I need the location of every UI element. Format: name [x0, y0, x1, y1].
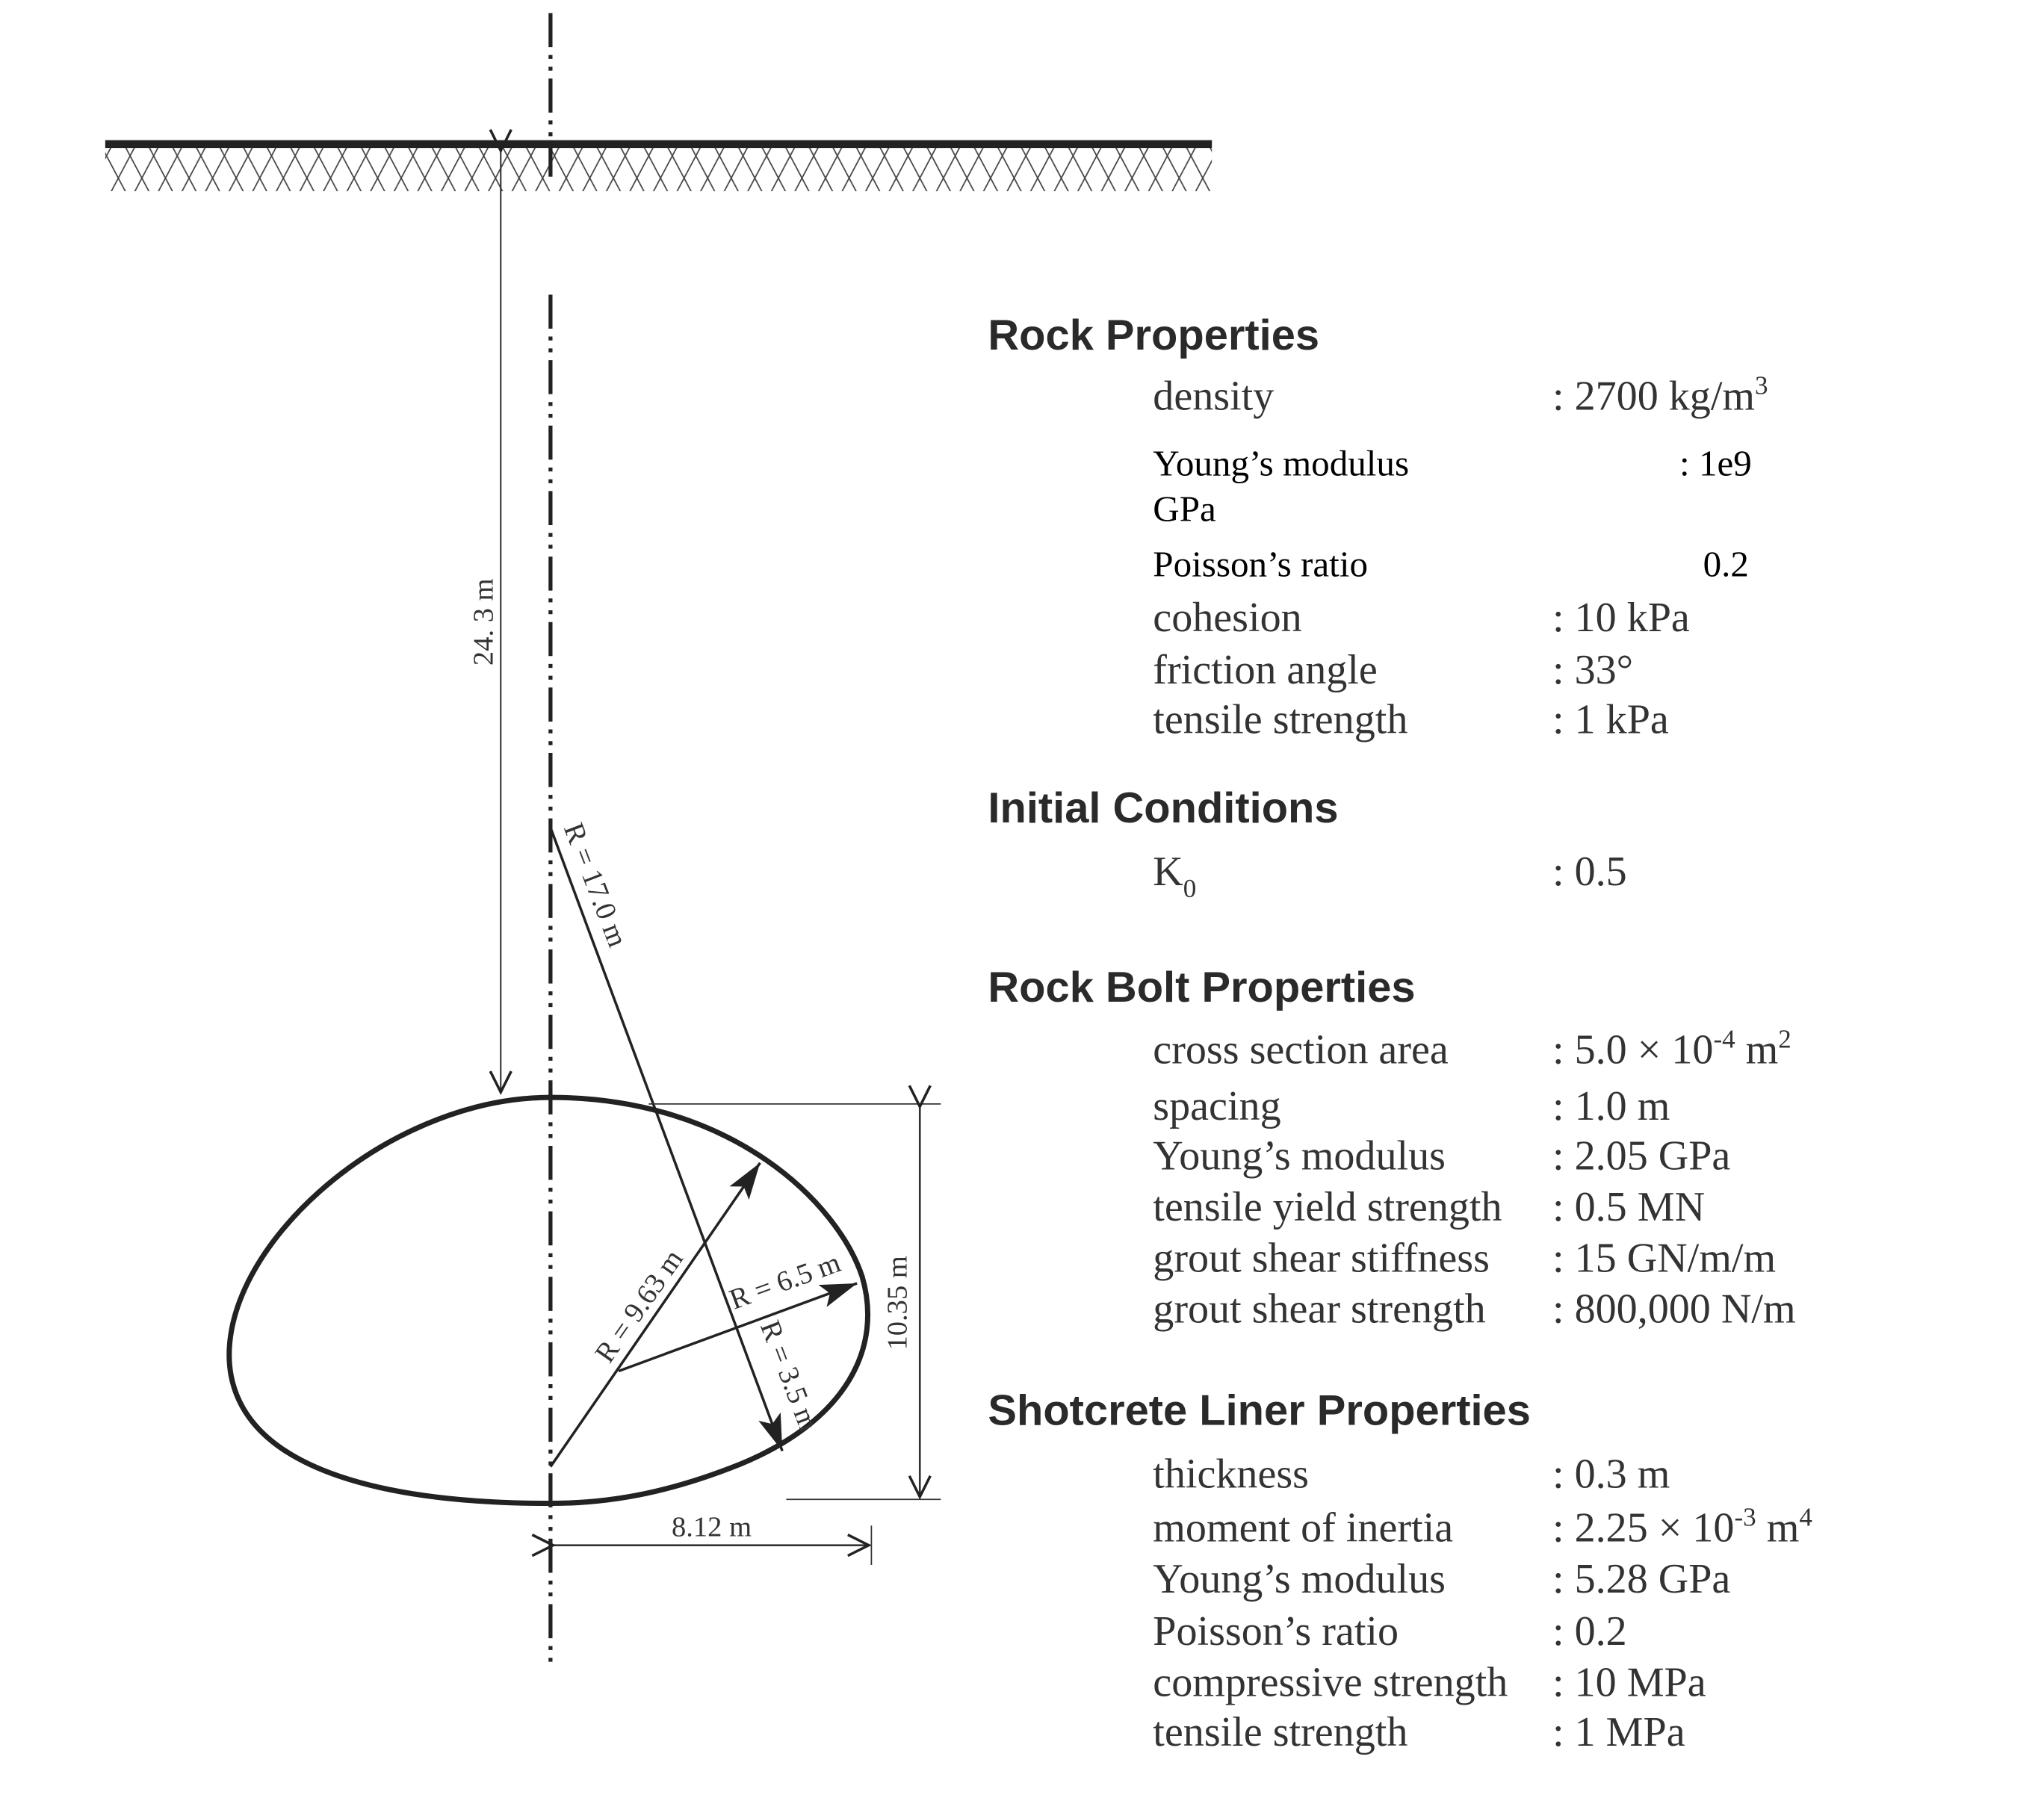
liner-tensile-value: : 1 MPa	[1552, 1709, 1685, 1755]
rock-young-unit: GPa	[1153, 489, 1216, 530]
width-label: 8.12 m	[672, 1511, 752, 1543]
depth-label: 24. 3 m	[468, 578, 500, 666]
bolt-grout-strength-value: : 800,000 N/m	[1552, 1286, 1796, 1333]
liner-thickness-value: : 0.3 m	[1552, 1451, 1670, 1498]
rock-tensile-label: tensile strength	[1153, 697, 1407, 743]
liner-compressive-value: : 10 MPa	[1552, 1659, 1706, 1705]
bolt-grout-strength-label: grout shear strength	[1153, 1286, 1485, 1333]
liner-inertia-value: : 2.25 × 10-3 m4	[1552, 1502, 1812, 1551]
rock-properties-heading: Rock Properties	[988, 311, 1319, 359]
rock-density-value: : 2700 kg/m3	[1552, 371, 1768, 420]
bolt-stiffness-value: : 15 GN/m/m	[1552, 1235, 1776, 1281]
bolt-spacing-label: spacing	[1153, 1083, 1280, 1129]
liner-compressive-label: compressive strength	[1153, 1659, 1508, 1705]
bolt-area-label: cross section area	[1153, 1027, 1449, 1073]
bolt-young-label: Young’s modulus	[1153, 1133, 1446, 1179]
rock-tensile-value: : 1 kPa	[1552, 697, 1669, 743]
rock-density-label: density	[1153, 373, 1274, 420]
radius-17-label: R = 17.0 m	[557, 819, 634, 951]
rock-cohesion-label: cohesion	[1153, 595, 1301, 641]
liner-thickness-label: thickness	[1153, 1451, 1309, 1498]
rock-cohesion-value: : 10 kPa	[1552, 595, 1690, 641]
rock-friction-value: : 33°	[1552, 647, 1633, 693]
radius-6-5-label: R = 6.5 m	[725, 1247, 845, 1315]
tunnel-outline	[226, 1094, 870, 1507]
rock-young-label: Young’s modulus	[1153, 442, 1409, 483]
initial-conditions-heading: Initial Conditions	[988, 784, 1338, 832]
ground-surface	[105, 140, 1213, 191]
bolt-stiffness-label: grout shear stiffness	[1153, 1235, 1490, 1281]
liner-inertia-label: moment of inertia	[1153, 1504, 1453, 1551]
bolt-yield-value: : 0.5 MN	[1552, 1184, 1705, 1230]
rock-poisson-label: Poisson’s ratio	[1153, 543, 1368, 584]
height-dimension	[648, 1104, 941, 1501]
k0-value: : 0.5	[1552, 849, 1627, 895]
radius-17-line	[549, 827, 784, 1452]
rock-young-value: : 1e9	[1679, 442, 1752, 483]
radius-6-5-line	[618, 1282, 858, 1373]
height-label: 10.35 m	[882, 1256, 914, 1350]
width-dimension	[553, 1525, 873, 1565]
bolt-area-value: : 5.0 × 10-4 m2	[1552, 1024, 1791, 1073]
bolt-young-value: : 2.05 GPa	[1552, 1133, 1730, 1179]
radius-3-5-label: R = 3.5 m	[754, 1316, 825, 1435]
rock-poisson-value: 0.2	[1703, 543, 1749, 584]
rock-friction-label: friction angle	[1153, 647, 1378, 693]
liner-heading: Shotcrete Liner Properties	[988, 1386, 1530, 1434]
radius-9-63-line	[549, 1162, 761, 1468]
liner-poisson-label: Poisson’s ratio	[1153, 1608, 1399, 1655]
liner-poisson-value: : 0.2	[1552, 1608, 1627, 1655]
bolt-spacing-value: : 1.0 m	[1552, 1083, 1670, 1129]
bolt-yield-label: tensile yield strength	[1153, 1184, 1502, 1230]
k0-label: K0	[1153, 849, 1196, 903]
liner-young-value: : 5.28 GPa	[1552, 1556, 1730, 1602]
rock-bolt-heading: Rock Bolt Properties	[988, 964, 1415, 1011]
liner-tensile-label: tensile strength	[1153, 1709, 1407, 1755]
liner-young-label: Young’s modulus	[1153, 1556, 1446, 1602]
